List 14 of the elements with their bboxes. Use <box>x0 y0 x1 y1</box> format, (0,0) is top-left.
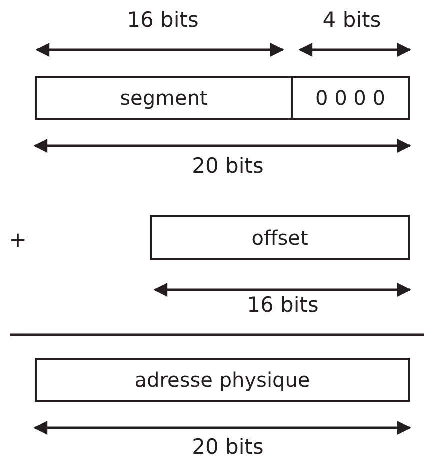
bit-width-label: 4 bits <box>322 10 382 31</box>
field-box <box>35 76 293 120</box>
field-name: offset <box>252 226 308 250</box>
field-box <box>35 358 410 402</box>
field-name: adresse physique <box>134 368 310 392</box>
bit-width-label: 20 bits <box>192 156 264 177</box>
plus-sign: + <box>9 230 27 251</box>
bit-width-label: 16 bits <box>127 10 199 31</box>
bit-width-label: 20 bits <box>192 437 264 458</box>
bit-width-label: 16 bits <box>247 295 319 316</box>
field-name: 0 0 0 0 <box>316 86 386 110</box>
field-box <box>291 76 410 120</box>
field-box <box>150 215 410 260</box>
field-name: segment <box>120 86 208 110</box>
